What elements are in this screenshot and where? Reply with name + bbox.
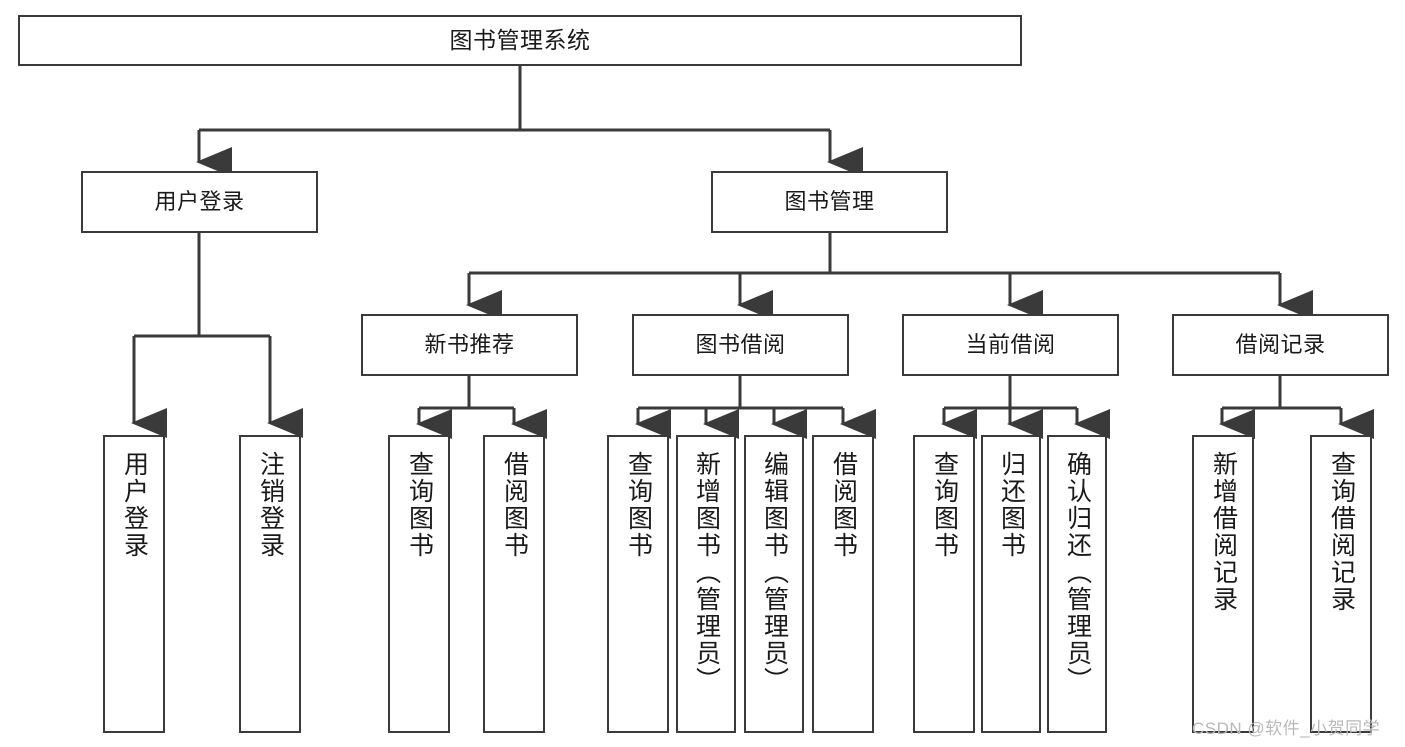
node-label: 确认归还（管理员） — [1063, 451, 1092, 694]
node-leaf-recommend-query-book[interactable]: 查询图书 — [388, 435, 450, 733]
node-leaf-confirm-return-admin[interactable]: 确认归还（管理员） — [1047, 435, 1107, 733]
node-label: 当前借阅 — [965, 332, 1056, 358]
node-borrow-record[interactable]: 借阅记录 — [1172, 314, 1389, 376]
node-leaf-return-book[interactable]: 归还图书 — [981, 435, 1041, 733]
node-new-book-recommend[interactable]: 新书推荐 — [361, 314, 578, 376]
node-label: 用户登录 — [120, 451, 149, 559]
node-current-borrow[interactable]: 当前借阅 — [902, 314, 1119, 376]
node-label: 查询图书 — [405, 451, 434, 559]
node-label: 借阅记录 — [1235, 332, 1326, 358]
node-label: 编辑图书（管理员） — [760, 451, 789, 694]
node-leaf-borrow-query-book[interactable]: 查询图书 — [607, 435, 669, 733]
node-user-login[interactable]: 用户登录 — [81, 171, 318, 233]
node-label: 借阅图书 — [829, 451, 858, 559]
node-leaf-recommend-borrow-book[interactable]: 借阅图书 — [483, 435, 545, 733]
node-leaf-logout[interactable]: 注销登录 — [239, 435, 301, 733]
node-leaf-borrow-book[interactable]: 借阅图书 — [812, 435, 874, 733]
node-root-system[interactable]: 图书管理系统 — [18, 15, 1022, 66]
node-leaf-current-query-book[interactable]: 查询图书 — [913, 435, 975, 733]
node-book-borrow[interactable]: 图书借阅 — [632, 314, 849, 376]
node-label: 新增图书（管理员） — [692, 451, 721, 694]
node-leaf-add-book-admin[interactable]: 新增图书（管理员） — [676, 435, 736, 733]
node-label: 查询图书 — [624, 451, 653, 559]
node-label: 查询借阅记录 — [1327, 451, 1356, 613]
node-label: 图书借阅 — [695, 332, 786, 358]
node-book-management[interactable]: 图书管理 — [711, 171, 948, 233]
node-label: 新增借阅记录 — [1209, 451, 1238, 613]
node-leaf-add-borrow-record[interactable]: 新增借阅记录 — [1192, 435, 1254, 733]
watermark-text: CSDN @软件_小贺同学 — [1192, 719, 1381, 738]
node-label: 图书管理系统 — [449, 26, 591, 53]
node-leaf-query-borrow-record[interactable]: 查询借阅记录 — [1310, 435, 1372, 733]
node-leaf-user-login[interactable]: 用户登录 — [103, 435, 165, 733]
node-label: 查询图书 — [930, 451, 959, 559]
node-label: 图书管理 — [784, 189, 875, 215]
node-label: 新书推荐 — [424, 332, 515, 358]
node-label: 归还图书 — [997, 451, 1026, 559]
node-leaf-edit-book-admin[interactable]: 编辑图书（管理员） — [744, 435, 804, 733]
node-label: 用户登录 — [154, 189, 245, 215]
node-label: 注销登录 — [256, 451, 285, 559]
node-label: 借阅图书 — [500, 451, 529, 559]
